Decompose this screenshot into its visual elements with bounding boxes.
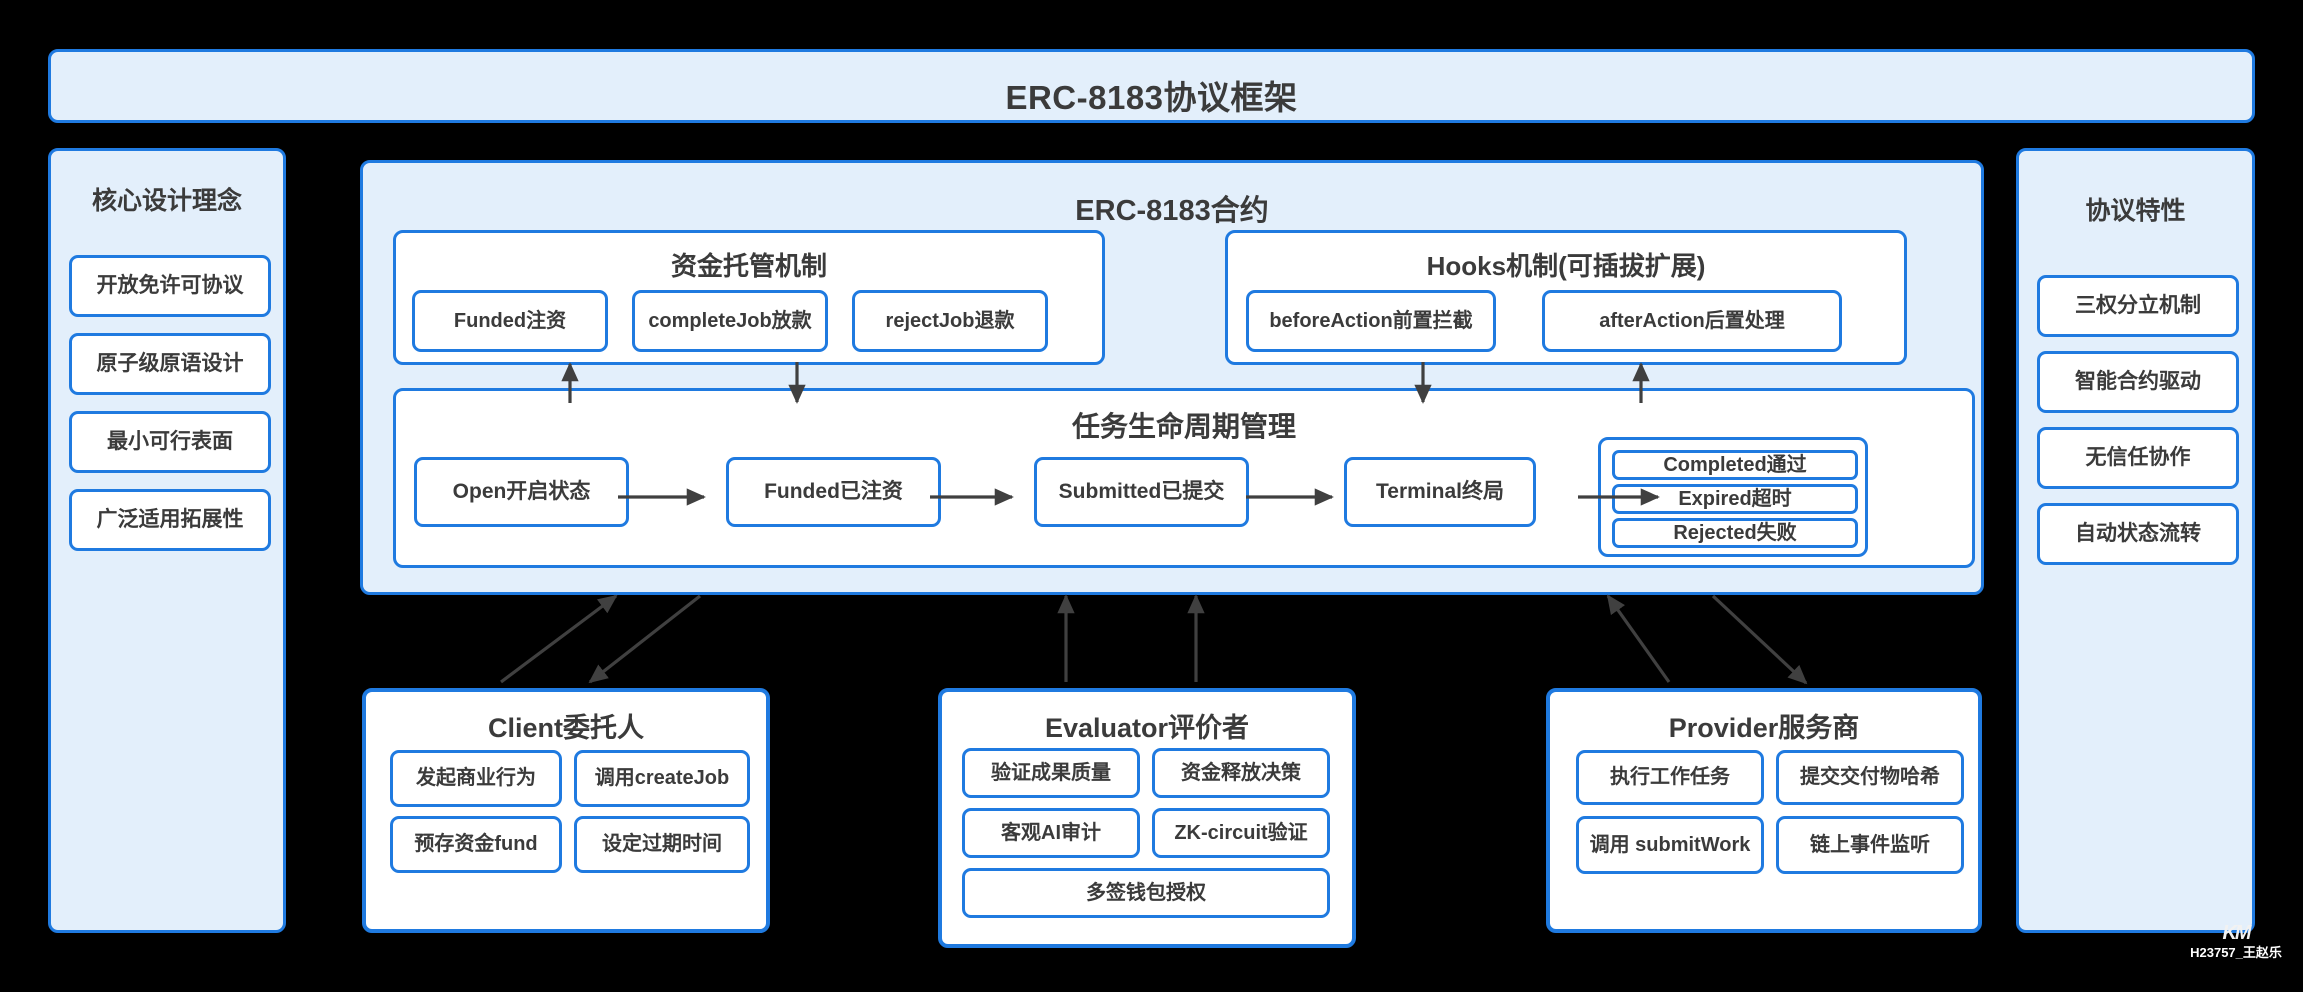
right-panel-item-1[interactable]: 三权分立机制	[2037, 275, 2239, 337]
evaluator-header: Evaluator评价者	[1044, 713, 1250, 743]
right-panel-item-4[interactable]: 自动状态流转	[2037, 503, 2239, 565]
escrow-header: 资金托管机制	[670, 251, 827, 281]
right-panel-item-3[interactable]: 无信任协作	[2037, 427, 2239, 489]
client-item-2[interactable]: 调用createJob	[574, 750, 750, 807]
erc-8183-contract-panel: ERC-8183合约 资金托管机制 Funded注资 completeJob放款…	[360, 160, 1984, 595]
provider-header: Provider服务商	[1668, 713, 1860, 743]
client-item-1[interactable]: 发起商业行为	[390, 750, 562, 807]
contract-header: ERC-8183合约	[1075, 195, 1269, 227]
client-item-3[interactable]: 预存资金fund	[390, 816, 562, 873]
arrow-client-to-lifecycle	[500, 594, 618, 684]
hooks-mechanism-group: Hooks机制(可插拔扩展) beforeAction前置拦截 afterAct…	[1225, 230, 1907, 365]
provider-item-1[interactable]: 执行工作任务	[1576, 750, 1764, 805]
right-panel-item-2[interactable]: 智能合约驱动	[2037, 351, 2239, 413]
arrow-provider-to-lifecycle	[1606, 594, 1671, 683]
watermark-text: H23757_王赵乐	[2190, 945, 2282, 960]
escrow-item-complete-job[interactable]: completeJob放款	[632, 290, 828, 352]
left-panel-item-2[interactable]: 原子级原语设计	[69, 333, 271, 395]
diagram-title-bar: ERC-8183协议框架	[48, 49, 2255, 123]
evaluator-item-5[interactable]: 多签钱包授权	[962, 868, 1330, 918]
actor-client-panel: Client委托人 发起商业行为 调用createJob 预存资金fund 设定…	[362, 688, 770, 933]
lifecycle-header: 任务生命周期管理	[1071, 411, 1296, 442]
evaluator-item-2[interactable]: 资金释放决策	[1152, 748, 1330, 798]
hooks-item-before-action[interactable]: beforeAction前置拦截	[1246, 290, 1496, 352]
core-design-principles-panel: 核心设计理念 开放免许可协议 原子级原语设计 最小可行表面 广泛适用拓展性	[48, 148, 286, 933]
arrow-lifecycle-to-provider	[1711, 594, 1808, 685]
actor-provider-panel: Provider服务商 执行工作任务 提交交付物哈希 调用 submitWork…	[1546, 688, 1982, 933]
escrow-mechanism-group: 资金托管机制 Funded注资 completeJob放款 rejectJob退…	[393, 230, 1105, 365]
client-item-4[interactable]: 设定过期时间	[574, 816, 750, 873]
watermark-logo-icon: KM	[2222, 922, 2251, 944]
escrow-item-reject-job[interactable]: rejectJob退款	[852, 290, 1048, 352]
actor-evaluator-panel: Evaluator评价者 验证成果质量 资金释放决策 客观AI审计 ZK-cir…	[938, 688, 1356, 948]
escrow-item-funded[interactable]: Funded注资	[412, 290, 608, 352]
terminal-outcomes-group: Completed通过 Expired超时 Rejected失败	[1598, 437, 1868, 557]
watermark: KM H23757_王赵乐	[2176, 922, 2296, 984]
right-panel-header: 协议特性	[2085, 197, 2186, 225]
client-header: Client委托人	[487, 713, 644, 743]
arrow-lifecycle-to-client	[588, 594, 701, 684]
hooks-header: Hooks机制(可插拔扩展)	[1426, 251, 1706, 281]
terminal-outcome-rejected[interactable]: Rejected失败	[1612, 518, 1858, 548]
evaluator-item-1[interactable]: 验证成果质量	[962, 748, 1140, 798]
terminal-outcome-completed[interactable]: Completed通过	[1612, 450, 1858, 480]
lifecycle-state-funded[interactable]: Funded已注资	[726, 457, 941, 527]
left-panel-item-3[interactable]: 最小可行表面	[69, 411, 271, 473]
provider-item-2[interactable]: 提交交付物哈希	[1776, 750, 1964, 805]
lifecycle-state-submitted[interactable]: Submitted已提交	[1034, 457, 1249, 527]
evaluator-item-4[interactable]: ZK-circuit验证	[1152, 808, 1330, 858]
provider-item-4[interactable]: 链上事件监听	[1776, 816, 1964, 874]
page-title: ERC-8183协议框架	[1005, 79, 1298, 116]
hooks-item-after-action[interactable]: afterAction后置处理	[1542, 290, 1842, 352]
lifecycle-state-open[interactable]: Open开启状态	[414, 457, 629, 527]
provider-item-3[interactable]: 调用 submitWork	[1576, 816, 1764, 874]
protocol-features-panel: 协议特性 三权分立机制 智能合约驱动 无信任协作 自动状态流转	[2016, 148, 2255, 933]
left-panel-item-4[interactable]: 广泛适用拓展性	[69, 489, 271, 551]
terminal-outcome-expired[interactable]: Expired超时	[1612, 484, 1858, 514]
left-panel-item-1[interactable]: 开放免许可协议	[69, 255, 271, 317]
lifecycle-state-terminal[interactable]: Terminal终局	[1344, 457, 1536, 527]
left-panel-header: 核心设计理念	[91, 187, 242, 215]
task-lifecycle-group: 任务生命周期管理 Open开启状态 Funded已注资 Submitted已提交…	[393, 388, 1975, 568]
evaluator-item-3[interactable]: 客观AI审计	[962, 808, 1140, 858]
